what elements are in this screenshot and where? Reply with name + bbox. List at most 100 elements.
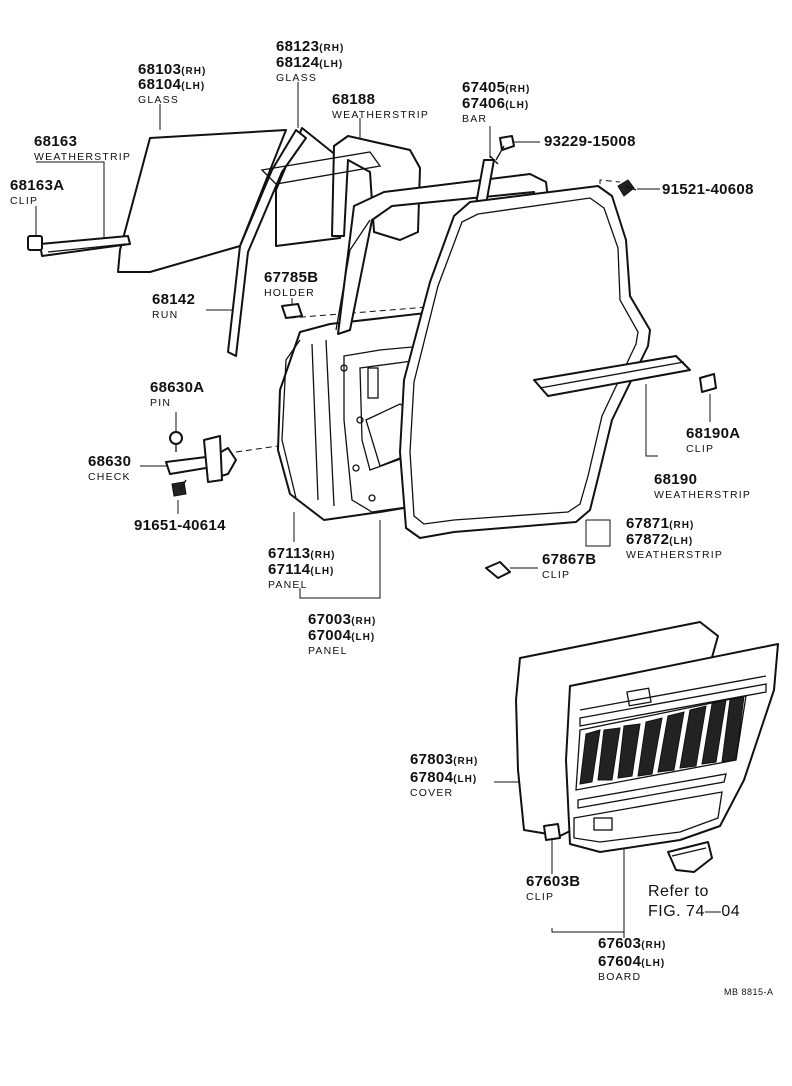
refer-note: Refer to FIG. 74—04 [648, 884, 740, 920]
part-name: BOARD [598, 971, 642, 983]
part-number: 67604 [598, 953, 642, 970]
callout-pin-68630a: 68630A PIN [150, 380, 204, 409]
callout-weatherstrip-67872: 67872(LH) WEATHERSTRIP [626, 532, 723, 561]
part-name: PIN [150, 397, 172, 409]
part-number: 68630 [88, 453, 132, 470]
side-suffix: (LH) [641, 958, 666, 969]
part-number: 68630A [150, 379, 205, 396]
part-number: 68103 [138, 61, 182, 78]
part-number: 67872 [626, 531, 670, 548]
side-suffix: (LH) [351, 632, 376, 643]
bolt-91651-part [171, 479, 187, 497]
callout-weatherstrip-68188: 68188 WEATHERSTRIP [332, 92, 429, 121]
callout-clip-68190a: 68190A CLIP [686, 426, 740, 455]
callout-weatherstrip-68190: 68190 WEATHERSTRIP [654, 472, 751, 501]
part-number: 68124 [276, 54, 320, 71]
callout-glass-68124: 68124(LH) GLASS [276, 55, 343, 84]
callout-clip-67603b: 67603B CLIP [526, 874, 580, 903]
part-number: 68142 [152, 291, 196, 308]
part-number: 68163A [10, 177, 65, 194]
side-suffix: (RH) [310, 550, 336, 561]
part-number: 67803 [410, 751, 454, 768]
callout-holder-67785b: 67785B HOLDER [264, 270, 318, 299]
handle-reference-part [667, 841, 713, 873]
part-name: CLIP [686, 443, 715, 455]
side-suffix: (RH) [453, 756, 479, 767]
part-number: 67804 [410, 769, 454, 786]
part-name: WEATHERSTRIP [626, 549, 724, 561]
callout-bar-67406: 67406(LH) BAR [462, 96, 529, 125]
part-name: WEATHERSTRIP [654, 489, 752, 501]
part-name: CLIP [10, 195, 39, 207]
part-name: HOLDER [264, 287, 315, 299]
part-name: PANEL [268, 579, 308, 591]
callout-glass-68104: 68104(LH) GLASS [138, 77, 205, 106]
side-suffix: (RH) [319, 43, 345, 54]
callout-cover-67804: 67804(LH) COVER [410, 770, 477, 799]
part-number: 67405 [462, 79, 506, 96]
part-number: 68188 [332, 91, 376, 108]
side-suffix: (LH) [669, 536, 694, 547]
side-suffix: (LH) [181, 81, 206, 92]
part-number: 68190 [654, 471, 698, 488]
part-number: 67785B [264, 269, 319, 286]
weatherstrip-68190-part [533, 355, 691, 397]
callout-clip-67867b: 67867B CLIP [542, 552, 596, 581]
refer-note-line1: Refer to [648, 883, 709, 900]
screw-93229-part [495, 135, 515, 161]
part-number: 67603 [598, 935, 642, 952]
board-slots [579, 695, 745, 785]
weatherstrip-68163-part [39, 235, 131, 257]
callout-panel-67114: 67114(LH) PANEL [268, 562, 334, 591]
part-number: 93229-15008 [544, 133, 636, 150]
callout-glass-68123: 68123(RH) [276, 39, 344, 55]
callout-board-67604: 67604(LH) BOARD [598, 954, 665, 983]
callout-check-68630: 68630 CHECK [88, 454, 131, 483]
callout-bolt-91521: 91521-40608 [662, 182, 754, 198]
part-name: CHECK [88, 471, 131, 483]
side-suffix: (RH) [641, 940, 667, 951]
part-name: WEATHERSTRIP [34, 151, 132, 163]
part-name: CLIP [526, 891, 555, 903]
clip-67603b-part [543, 823, 561, 841]
side-suffix: (LH) [453, 774, 478, 785]
weatherstrip-68188-part [331, 135, 421, 241]
part-name: BAR [462, 113, 488, 125]
callout-bolt-91651: 91651-40614 [134, 518, 226, 534]
part-number: 68190A [686, 425, 741, 442]
glass-main-part [117, 129, 287, 273]
bolt-91521-part [617, 179, 637, 197]
callout-bar-67405: 67405(RH) [462, 80, 530, 96]
part-name: PANEL [308, 645, 348, 657]
part-number: 91651-40614 [134, 517, 226, 534]
callout-screw-93229: 93229-15008 [544, 134, 636, 150]
side-suffix: (RH) [505, 84, 531, 95]
part-number: 67867B [542, 551, 597, 568]
part-number: 68104 [138, 76, 182, 93]
side-suffix: (LH) [310, 566, 335, 577]
holder-67785b-part [281, 303, 303, 319]
part-number: 67004 [308, 627, 352, 644]
part-number: 67603B [526, 873, 581, 890]
callout-clip-68163a: 68163A CLIP [10, 178, 64, 207]
part-number: 67114 [268, 561, 311, 578]
part-number: 68163 [34, 133, 78, 150]
clip-68163a-part [27, 235, 43, 251]
callout-glass-68103: 68103(RH) [138, 62, 206, 78]
callout-weatherstrip-68163: 68163 WEATHERSTRIP [34, 134, 131, 163]
clip-67867b-part [485, 561, 511, 579]
refer-note-line2: FIG. 74—04 [648, 903, 741, 920]
side-suffix: (RH) [669, 520, 695, 531]
part-name: GLASS [276, 72, 318, 84]
sheet-code: MB 8815-A [724, 987, 774, 997]
part-name: GLASS [138, 94, 180, 106]
callout-board-67603: 67603(RH) [598, 936, 666, 952]
callout-run-68142: 68142 RUN [152, 292, 195, 321]
run-68142-part [227, 129, 307, 357]
callout-panel-67004: 67004(LH) PANEL [308, 628, 375, 657]
callout-cover-67803: 67803(RH) [410, 752, 478, 768]
side-suffix: (RH) [351, 616, 377, 627]
callout-panel-67003: 67003(RH) [308, 612, 376, 628]
callout-weatherstrip-67871: 67871(RH) [626, 516, 694, 532]
